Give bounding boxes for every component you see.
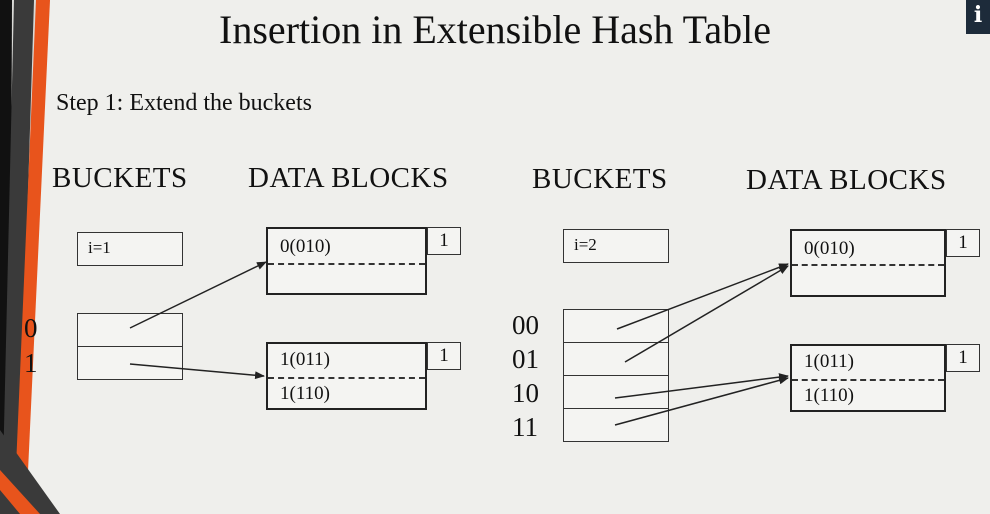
left-block-0-separator	[268, 263, 425, 265]
right-arrow-00	[616, 263, 789, 330]
right-index-00: 00	[512, 310, 539, 340]
left-directory-cell-0	[77, 313, 183, 347]
right-data-block-1: 1(011) 1(110)	[790, 344, 946, 412]
left-data-block-0: 0(010)	[266, 227, 427, 295]
left-block-0-record-0: 0(010)	[280, 236, 331, 257]
left-arrow-1	[129, 363, 265, 380]
left-block-1-record-0: 1(011)	[280, 349, 330, 370]
right-data-block-0: 0(010)	[790, 229, 946, 297]
right-block-1-record-0: 1(011)	[804, 351, 854, 372]
right-global-depth: i=2	[563, 229, 669, 263]
right-block-0-local-depth: 1	[946, 229, 980, 257]
right-block-1-local-depth: 1	[946, 344, 980, 372]
right-index-01: 01	[512, 344, 539, 374]
right-block-0-record-0: 0(010)	[804, 238, 855, 259]
right-arrow-10	[614, 373, 789, 399]
right-buckets-header: BUCKETS	[532, 163, 668, 195]
left-bucket-directory	[77, 313, 183, 381]
right-arrow-01	[624, 265, 789, 363]
right-index-10: 10	[512, 378, 539, 408]
left-arrow-0	[129, 261, 267, 329]
right-block-1-separator	[792, 379, 944, 381]
right-block-1-record-1: 1(110)	[804, 385, 854, 406]
right-directory-cell-10	[563, 375, 669, 409]
left-block-1-separator	[268, 377, 425, 379]
slide-title: Insertion in Extensible Hash Table	[219, 7, 771, 52]
left-buckets-header: BUCKETS	[52, 162, 188, 194]
left-index-1: 1	[24, 348, 38, 378]
left-directory-cell-1	[77, 346, 183, 380]
info-icon[interactable]: i	[966, 0, 990, 34]
left-data-blocks-header: DATA BLOCKS	[248, 162, 449, 194]
left-block-1-local-depth: 1	[427, 342, 461, 370]
step-caption: Step 1: Extend the buckets	[56, 90, 312, 116]
left-block-0-local-depth: 1	[427, 227, 461, 255]
right-data-blocks-header: DATA BLOCKS	[746, 164, 947, 196]
right-index-11: 11	[512, 412, 538, 442]
left-data-block-1: 1(011) 1(110)	[266, 342, 427, 410]
right-block-0-separator	[792, 264, 944, 266]
left-global-depth: i=1	[77, 232, 183, 266]
left-index-0: 0	[24, 313, 38, 343]
left-block-1-record-1: 1(110)	[280, 383, 330, 404]
right-arrow-11	[614, 376, 789, 426]
